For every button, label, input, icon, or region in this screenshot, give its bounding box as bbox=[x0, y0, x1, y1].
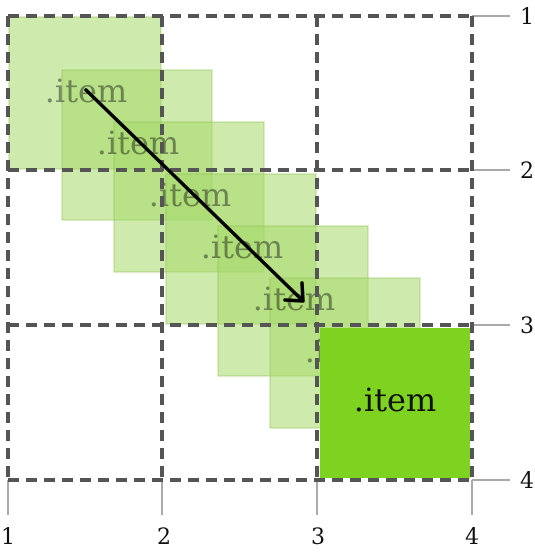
grid-dashed-lines bbox=[6, 14, 474, 482]
movement-arrow bbox=[84, 88, 305, 303]
ghost-items bbox=[8, 16, 421, 429]
row-label-1: 1 bbox=[520, 5, 534, 30]
row-label-4: 4 bbox=[520, 469, 534, 494]
ghost-item-label: .item bbox=[97, 124, 180, 162]
col-label-3: 3 bbox=[311, 525, 325, 550]
row-labels: 1 2 3 4 bbox=[520, 5, 534, 494]
final-item-label: .item bbox=[354, 381, 437, 419]
col-label-4: 4 bbox=[465, 525, 479, 550]
col-label-2: 2 bbox=[157, 525, 171, 550]
ghost-item-label: .item bbox=[201, 228, 284, 266]
row-label-2: 2 bbox=[520, 159, 534, 184]
final-item bbox=[320, 328, 470, 478]
arrow-head bbox=[283, 281, 305, 303]
arrow-shaft bbox=[84, 88, 304, 302]
col-label-1: 1 bbox=[1, 525, 15, 550]
column-labels: 1 2 3 4 bbox=[1, 525, 479, 550]
axis-lines bbox=[7, 15, 510, 515]
row-label-3: 3 bbox=[520, 314, 534, 339]
